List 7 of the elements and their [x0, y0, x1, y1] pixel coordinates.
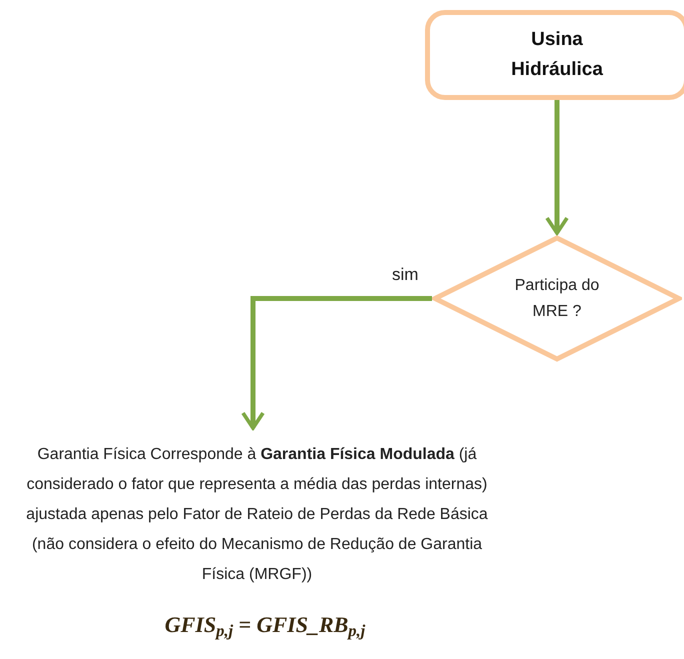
result-text: (não considera o efeito do Mecanismo de Redução de Garantia Física (MRGF)): [30, 535, 484, 585]
arrow: [241, 296, 432, 430]
arrow: [545, 100, 569, 235]
formula: GFIS$_{p,j}$ = GFIS_RB$_{p,j}$: [164, 611, 366, 641]
result-text: Garantia Física Corresponde à Garantia Física Modulada (já considerado o fator que representa a média das perdas internas) ajustada apenas pelo Fator de Rateio de Perdas da Rede Básica: [25, 445, 489, 525]
start-box: Usina Hidráulica: [425, 10, 684, 100]
decision-text: Participa do MRE ?: [514, 276, 600, 322]
